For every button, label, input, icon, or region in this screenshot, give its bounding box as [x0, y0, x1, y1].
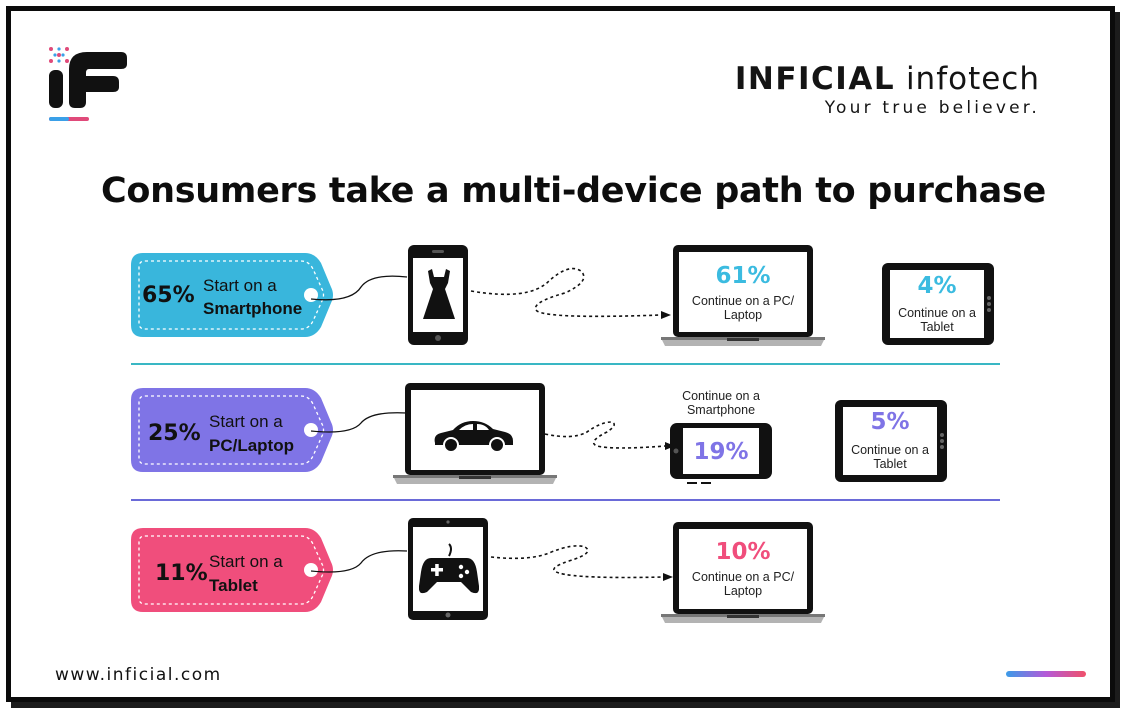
row-divider-1	[131, 363, 1000, 365]
start-percent-smartphone: 65%	[142, 283, 195, 308]
dest-label-r2-smartphone: Continue on a Smartphone	[682, 389, 760, 417]
dest-percent-r1-tablet: 4%	[917, 273, 957, 299]
start-percent-pc: 25%	[148, 421, 201, 446]
gamepad-icon	[419, 543, 479, 594]
dest-percent-r1-laptop: 61%	[715, 263, 771, 289]
brand-name-light: infotech	[905, 61, 1040, 97]
tag-string-tablet	[311, 550, 408, 573]
dotted-path-row2	[544, 421, 675, 450]
dest-label-r1-laptop: Continue on a PC/ Laptop	[691, 294, 795, 322]
brand-name-bold: INFICIAL	[734, 61, 896, 97]
laptop-device	[661, 245, 825, 346]
dress-icon	[423, 269, 455, 319]
laptop-device-r3	[661, 522, 825, 623]
tag-string-smartphone	[311, 275, 408, 301]
brand-tagline: Your true believer.	[824, 98, 1040, 118]
row-divider-2	[131, 499, 1000, 501]
car-icon	[434, 421, 513, 453]
infographic-frame: INFICIAL infotech Your true believer. Co…	[6, 6, 1115, 702]
dest-percent-r3-laptop: 10%	[715, 539, 771, 565]
start-prefix-pc: Start on a	[209, 412, 283, 431]
start-percent-tablet: 11%	[155, 561, 208, 586]
price-tag-pc	[131, 388, 333, 472]
dest-label-r3-laptop: Continue on a PC/ Laptop	[691, 570, 795, 598]
start-device-pc: PC/Laptop	[209, 436, 294, 455]
inficial-logo	[49, 47, 127, 121]
price-tag-smartphone	[131, 253, 333, 337]
tablet-device	[882, 263, 994, 345]
start-prefix-smartphone: Start on a	[203, 276, 277, 295]
dest-label-r2-tablet: Continue on a Tablet	[851, 443, 929, 471]
dest-percent-r2-smartphone: 19%	[693, 439, 749, 465]
dotted-path-row1	[470, 267, 671, 319]
smartphone-landscape-device	[670, 423, 772, 484]
price-tag-tablet	[131, 528, 333, 612]
dest-percent-r2-tablet: 5%	[870, 409, 910, 435]
footer-accent-bar	[1006, 671, 1086, 677]
start-device-smartphone: Smartphone	[203, 299, 303, 318]
start-prefix-tablet: Start on a	[209, 552, 283, 571]
dest-label-r1-tablet: Continue on a Tablet	[898, 306, 976, 334]
tag-string-pc	[311, 412, 408, 433]
brand-block: INFICIAL infotech Your true believer.	[735, 61, 1040, 118]
dotted-path-row3	[490, 545, 673, 581]
start-device-tablet: Tablet	[209, 576, 258, 595]
tablet-device-r2	[835, 400, 947, 482]
page-title: Consumers take a multi-device path to pu…	[101, 171, 1046, 211]
website-url: www.inficial.com	[55, 665, 222, 685]
brand-name: INFICIAL infotech	[735, 61, 1040, 97]
